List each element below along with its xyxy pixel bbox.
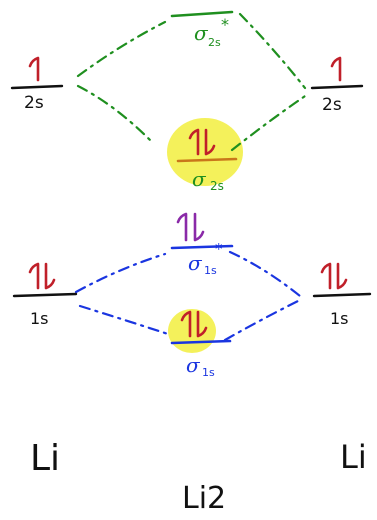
svg-text:σ: σ — [186, 353, 201, 377]
label-right-2s: 2s — [322, 95, 342, 115]
svg-text:1s: 1s — [204, 264, 217, 277]
label-atom-left: Li — [30, 438, 60, 479]
correlation-lines-2s — [76, 12, 310, 152]
svg-text:σ: σ — [192, 167, 207, 191]
svg-text:2s: 2s — [208, 36, 221, 49]
level-right-1s — [312, 292, 372, 298]
svg-text:1s: 1s — [202, 366, 215, 379]
electrons-right-2s — [330, 56, 342, 82]
label-molecule: Li2 — [182, 481, 226, 516]
label-sigma-star-2s: σ 2s * — [194, 15, 229, 49]
label-sigma-2s: σ 2s — [192, 167, 224, 193]
electrons-left-1s — [28, 262, 56, 290]
svg-text:2s: 2s — [210, 179, 224, 193]
electrons-sigma-2s — [188, 128, 216, 156]
electrons-sigma-star-1s — [176, 212, 205, 242]
label-left-2s: 2s — [24, 93, 44, 113]
label-sigma-1s: σ 1s — [186, 353, 215, 379]
electrons-right-1s — [320, 262, 348, 290]
level-left-1s — [12, 292, 78, 298]
label-left-1s: 1s — [30, 309, 49, 328]
svg-text:σ: σ — [188, 251, 203, 275]
label-sigma-star-1s: σ 1s * — [188, 240, 223, 277]
level-sigma-star-2s — [170, 10, 234, 18]
svg-text:*: * — [221, 15, 229, 34]
level-left-2s — [10, 84, 64, 90]
level-sigma-star-1s — [170, 244, 234, 250]
highlight-sigma-1s — [168, 309, 216, 353]
level-sigma-1s — [170, 339, 232, 345]
level-right-2s — [310, 84, 364, 90]
svg-text:*: * — [215, 240, 223, 258]
label-right-1s: 1s — [330, 309, 349, 328]
correlation-lines-1s — [74, 250, 302, 342]
electrons-sigma-1s — [180, 310, 208, 338]
level-sigma-2s — [176, 157, 238, 163]
label-atom-right: Li — [340, 438, 367, 476]
svg-text:σ: σ — [194, 21, 209, 45]
electrons-left-2s — [28, 56, 40, 82]
